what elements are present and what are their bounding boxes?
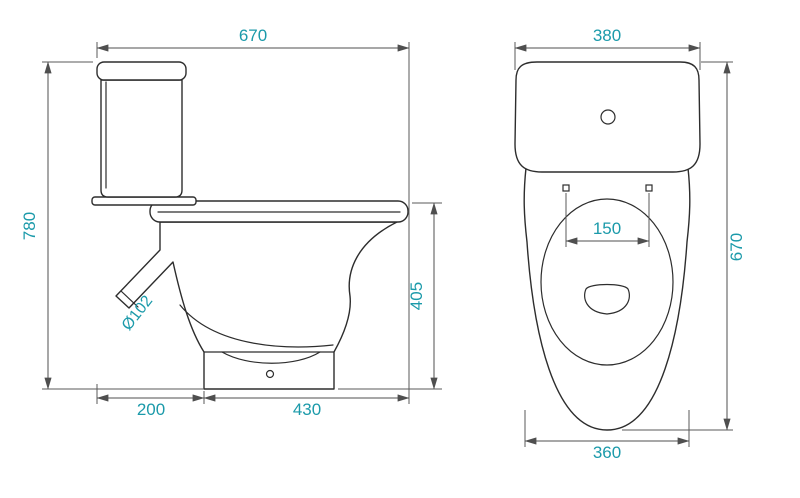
dim-label-top-360: 360	[593, 443, 621, 462]
dim-side-overall-height: 780	[20, 61, 204, 390]
dim-label-top-380: 380	[593, 26, 621, 45]
bowl-and-outlet-profile	[115, 221, 398, 390]
dim-label-top-670: 670	[727, 233, 746, 261]
hinge-bolt-right	[645, 184, 653, 192]
bowl-outline-top	[523, 167, 691, 431]
cistern-body	[100, 79, 183, 198]
dim-side-overall-width: 670	[96, 26, 410, 404]
trapway-curve	[179, 304, 334, 348]
dim-top-bolt-spacing: 150	[565, 193, 650, 247]
base-inner-curve	[221, 351, 321, 364]
hinge-shelf	[91, 196, 197, 206]
tank-top-outline	[514, 61, 701, 173]
cistern-lid	[96, 61, 187, 81]
dim-label-top-150: 150	[593, 219, 621, 238]
dim-label-side-780: 780	[20, 212, 39, 240]
outlet-flange-line	[120, 290, 139, 308]
dim-side-bottom: 200 430	[96, 384, 410, 419]
seat-ring	[540, 198, 674, 366]
dim-label-side-200: 200	[137, 400, 165, 419]
bolt-cap	[265, 369, 275, 379]
water-surface	[584, 283, 630, 315]
dim-side-seat-height: 405	[338, 202, 442, 390]
dim-top-bowl-width: 360	[524, 410, 690, 462]
dim-label-side-405: 405	[407, 282, 426, 310]
dim-label-side-430: 430	[293, 400, 321, 419]
toilet-top-view: 380 670 150 360	[514, 26, 746, 462]
dim-label-side-670: 670	[239, 26, 267, 45]
dim-top-tank-width: 380	[514, 26, 701, 70]
hinge-bolt-left	[562, 184, 570, 192]
dim-top-overall-depth: 670	[622, 61, 746, 431]
flush-button	[600, 109, 616, 125]
toilet-side-view: 670 780 405 200 430 Ø102	[20, 26, 442, 419]
